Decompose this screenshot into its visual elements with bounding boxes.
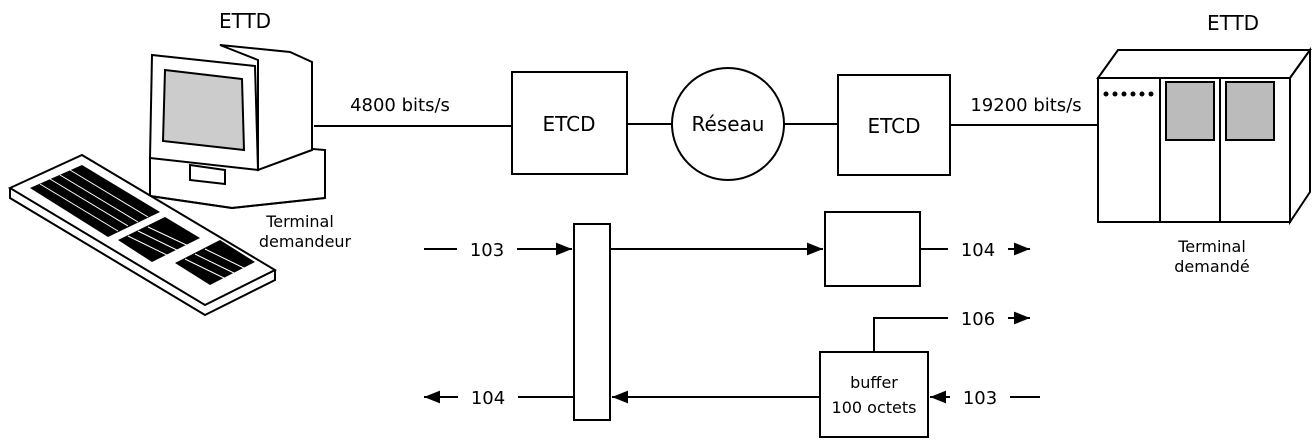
callee-caption-line1: Terminal (1177, 237, 1246, 256)
buffer-box (819, 351, 929, 438)
keyboard-icon (7, 153, 278, 317)
signal-103-in2-label: 103 (963, 388, 997, 409)
line-106-out (873, 317, 948, 352)
network-label: Réseau (692, 112, 765, 136)
computer-icon (148, 44, 326, 210)
output-box (824, 211, 921, 287)
converter-box (573, 223, 611, 421)
modem-left-label: ETCD (542, 112, 595, 136)
ettd-right-label: ETTD (1207, 11, 1259, 35)
server-cabinet-icon (1096, 46, 1312, 226)
buffer-label-line2: 100 octets (832, 398, 917, 417)
speed-left-label: 4800 bits/s (350, 95, 450, 116)
buffer-label-line1: buffer (850, 373, 898, 392)
speed-right-label: 19200 bits/s (970, 95, 1081, 116)
caller-caption-line2: demandeur (259, 232, 352, 251)
signal-106-label: 106 (961, 309, 995, 330)
signal-104-out-label: 104 (961, 240, 995, 261)
signal-104-out2-label: 104 (471, 388, 505, 409)
indicator-lights-icon (1103, 91, 1154, 97)
callee-caption-line2: demandé (1174, 257, 1250, 276)
modem-right-label: ETCD (867, 114, 920, 138)
ettd-left-label: ETTD (219, 9, 271, 33)
caller-caption-line1: Terminal (265, 212, 334, 231)
signal-103-in-label: 103 (470, 240, 504, 261)
